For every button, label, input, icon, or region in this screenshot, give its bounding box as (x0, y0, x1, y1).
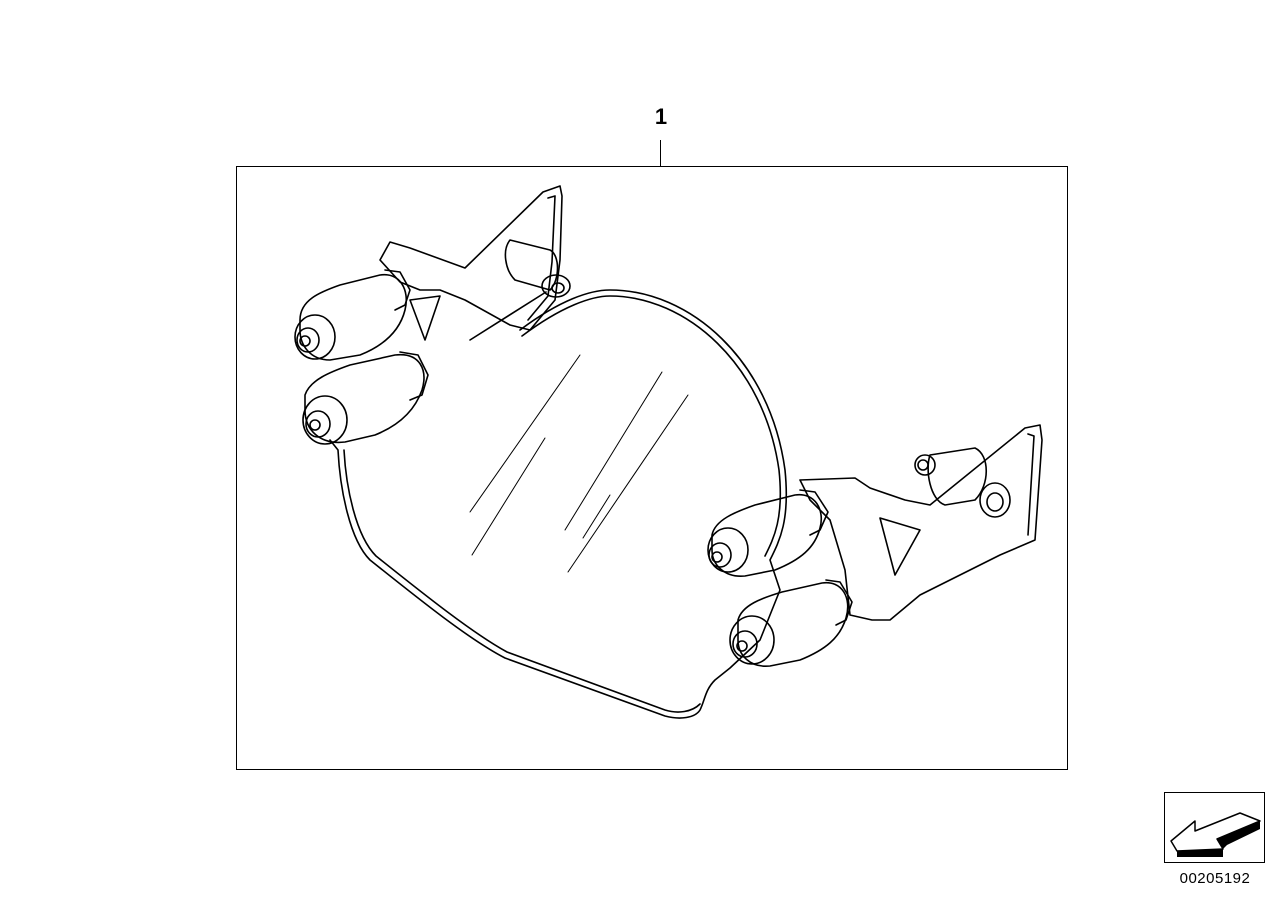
callout-leader-line (660, 140, 661, 167)
left-bracket-inner (527, 195, 556, 321)
left-upper-damper (294, 269, 411, 361)
callout-number[interactable]: 1 (654, 104, 668, 129)
diagram-id: 00205192 (1179, 870, 1251, 887)
windshield-inner-outline (343, 295, 782, 713)
right-lower-damper (729, 579, 853, 667)
right-top-standoff (914, 447, 1011, 518)
right-bracket-cutout (879, 517, 921, 576)
left-bracket-cutout (409, 295, 441, 341)
left-bracket (379, 185, 563, 331)
left-lower-damper (302, 351, 429, 445)
glare-lines (469, 354, 689, 573)
part-frame (236, 166, 1068, 770)
navigation-arrow-box[interactable] (1164, 792, 1265, 863)
arrow-back-icon (1170, 812, 1261, 857)
right-bracket-inner (1027, 433, 1035, 536)
left-top-standoff (469, 239, 571, 341)
right-upper-damper (707, 489, 829, 577)
right-bracket (799, 424, 1043, 621)
windshield-outline (329, 289, 788, 719)
